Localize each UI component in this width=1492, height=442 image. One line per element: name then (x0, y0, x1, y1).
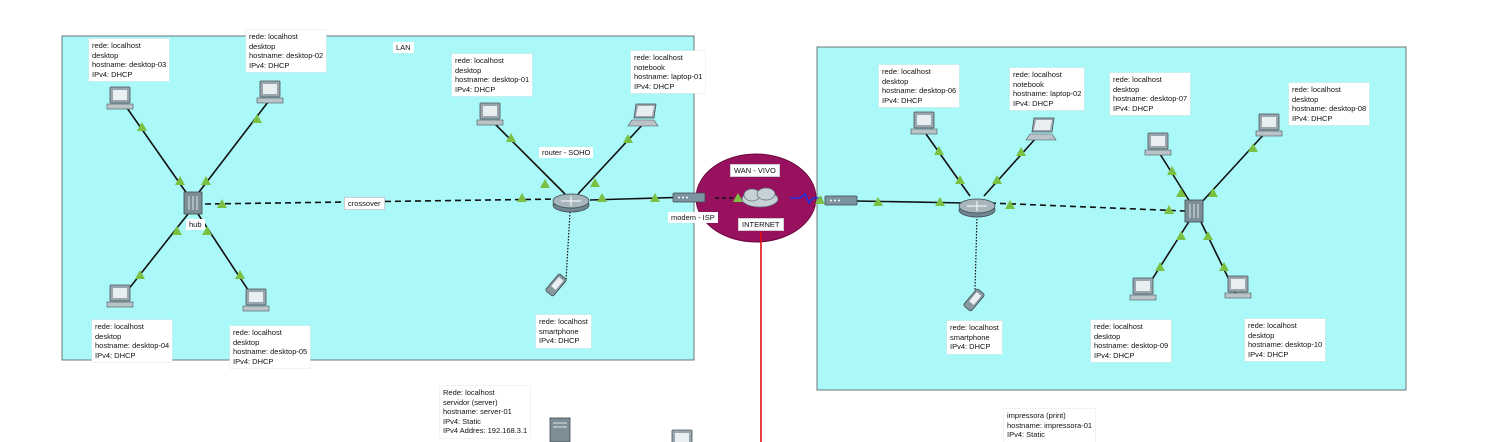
desktop-icon (1224, 275, 1252, 299)
laptop-icon (1025, 117, 1057, 141)
modem-icon (824, 195, 858, 206)
laptop-icon (627, 103, 659, 127)
cloud-icon (741, 187, 779, 208)
smartphone-icon (545, 273, 567, 297)
desktop-icon (1144, 132, 1172, 156)
server-icon (549, 417, 571, 442)
wireless-router-icon (958, 198, 996, 218)
desktop-icon (256, 80, 284, 104)
crossover-cable-left (204, 198, 561, 205)
router-soho-label: router - SOHO (539, 147, 594, 158)
lan-label: LAN (393, 42, 414, 53)
crossover-label: crossover (344, 197, 385, 210)
serial-link (790, 192, 822, 205)
wireless-link-left (565, 211, 571, 281)
desktop-icon (242, 288, 270, 312)
wan-label: WAN - VIVO (730, 164, 780, 177)
wireless-link-right (974, 215, 978, 291)
link-status-markers (135, 114, 1258, 279)
modem-icon (672, 192, 706, 203)
right-cables (855, 131, 1267, 295)
desktop-icon (910, 111, 938, 135)
desktop-icon (476, 102, 504, 126)
device-info-impressora-01: impressora (print)hostname: impressora-0… (1004, 409, 1096, 442)
modem-isp-label: modem - ISP (668, 212, 718, 223)
internet-label: INTERNET (738, 218, 784, 231)
hub-icon (183, 191, 203, 215)
desktop-icon (671, 429, 693, 442)
smartphone-icon (963, 288, 985, 312)
hub-label: hub (186, 219, 205, 230)
desktop-icon (1129, 277, 1157, 301)
desktop-icon (106, 86, 134, 110)
desktop-icon (106, 284, 134, 308)
hub-icon (1184, 199, 1204, 223)
wireless-router-icon (552, 193, 590, 213)
desktop-icon (1255, 113, 1283, 137)
crossover-cable-right (989, 202, 1186, 212)
